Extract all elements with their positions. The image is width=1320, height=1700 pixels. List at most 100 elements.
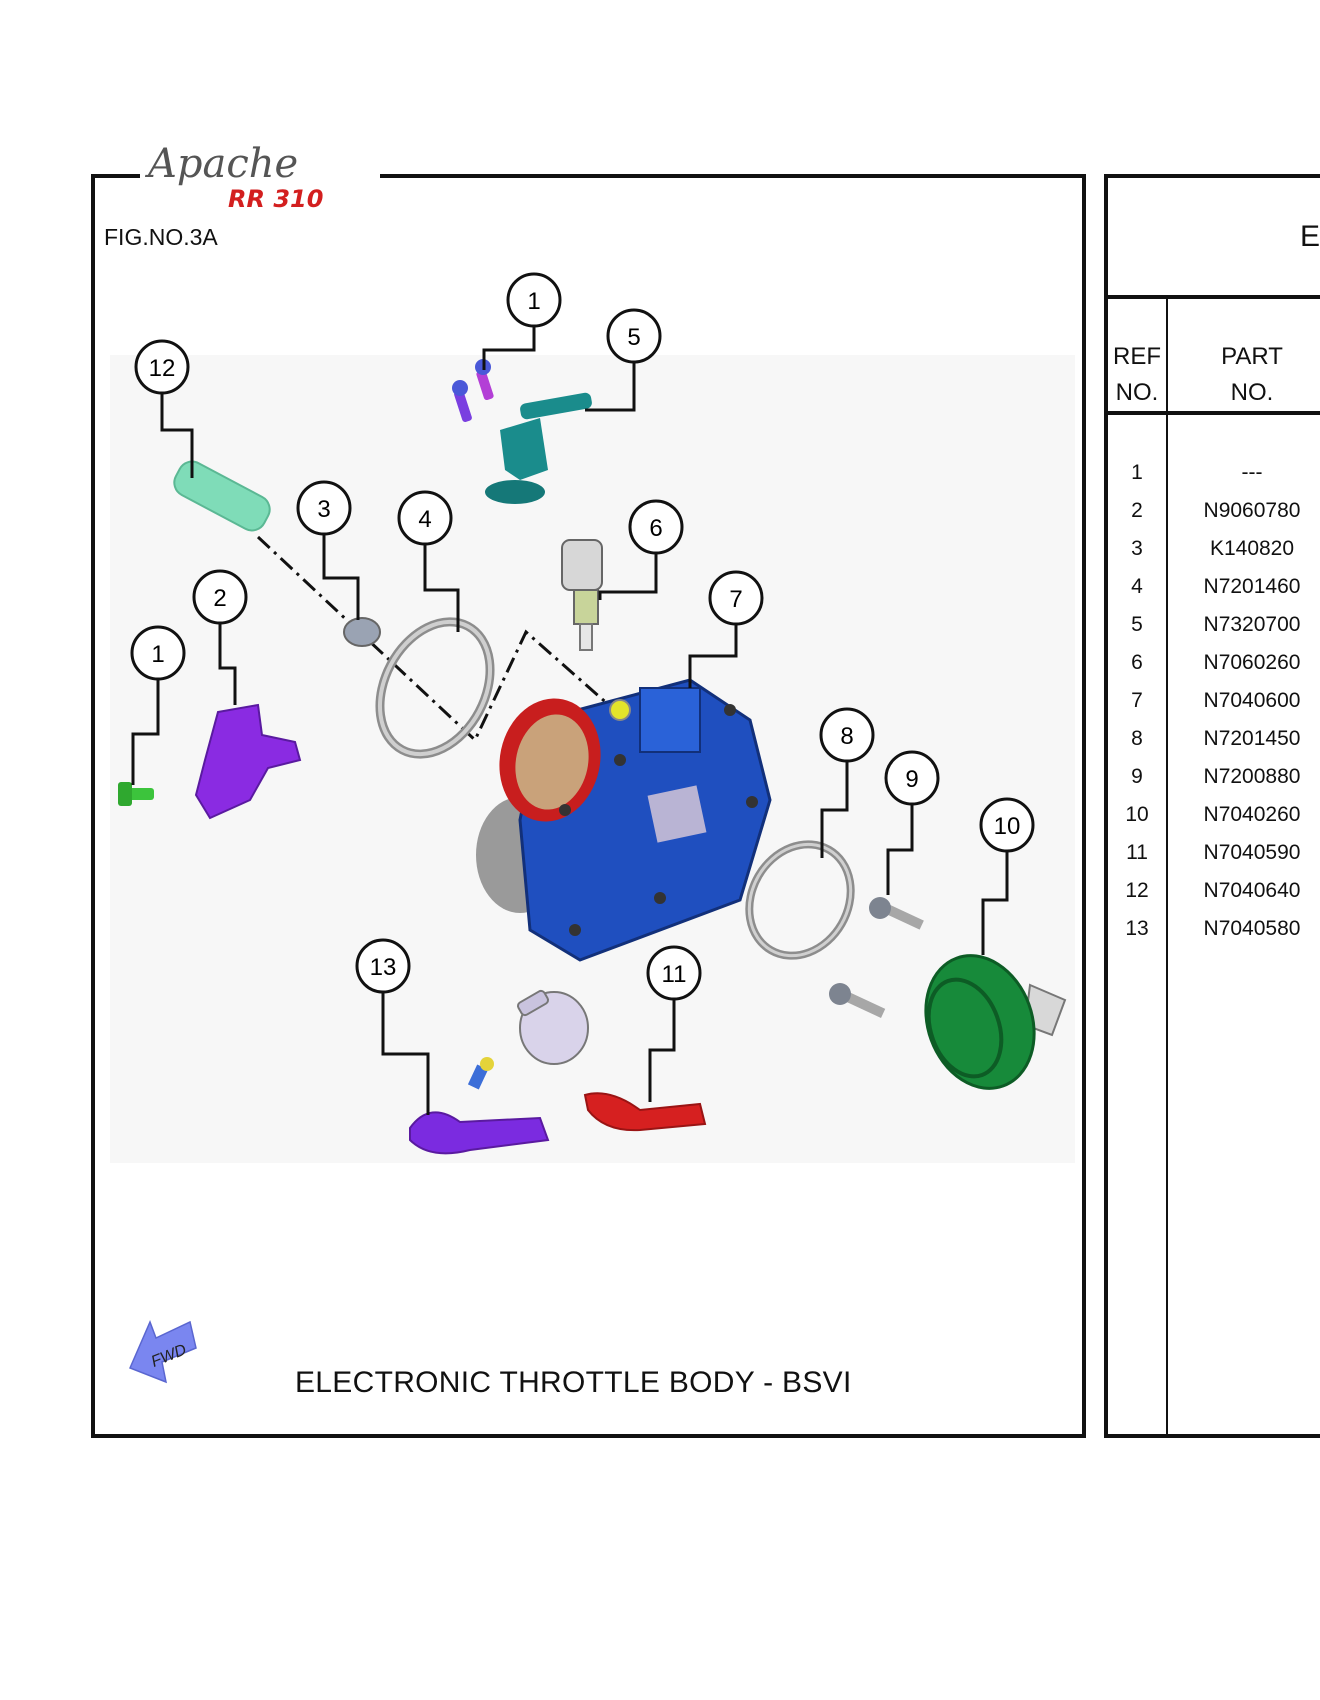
figure-frame [91, 174, 1086, 1438]
logo-background [140, 150, 380, 210]
callout-5: 5 [606, 308, 662, 364]
part-cell: N9060780 [1203, 499, 1301, 522]
exploded-diagram: 1 5 12 3 4 6 2 7 1 8 9 10 13 11 FWD [118, 272, 1067, 1384]
table-row: 9 N7200880 [0, 758, 1320, 796]
callout-9: 9 [884, 750, 940, 806]
air-boot-part [924, 954, 1067, 1090]
table-row: 2 N9060780 [0, 492, 1320, 530]
callout-label: 3 [317, 496, 330, 523]
bolt-pair-part [452, 359, 494, 422]
ref-cell: 10 [1125, 803, 1149, 826]
part-cell: N7040640 [1203, 879, 1301, 902]
table-row: 13 N7040580 [0, 910, 1320, 948]
callout-6: 6 [628, 499, 684, 555]
callout-label: 6 [649, 515, 662, 542]
pipe-part [173, 460, 271, 532]
ref-cell: 11 [1126, 841, 1148, 864]
part-cell: N7200880 [1203, 765, 1301, 788]
logo-model-text: RR 310 [228, 185, 323, 213]
throttle-sensor-part [194, 703, 302, 820]
table-row: 3 K140820 [0, 530, 1320, 568]
part-cell: K140820 [1209, 537, 1295, 560]
ref-cell: 3 [1131, 537, 1143, 560]
header-line: PART [1221, 343, 1283, 370]
callout-1-left: 1 [130, 625, 186, 681]
column-header-part-no: PART NO. [1168, 339, 1320, 411]
ref-cell: 13 [1125, 917, 1149, 940]
fwd-arrow-icon: FWD [129, 1320, 197, 1384]
callouts: 1 5 12 3 4 6 2 7 1 8 9 10 13 11 [130, 272, 1035, 1001]
table-header-bottom-rule [1108, 411, 1320, 415]
ref-cell: 1 [1131, 461, 1143, 484]
callout-label: 5 [627, 324, 640, 351]
part-cell: N7201460 [1203, 575, 1301, 598]
ref-cell: 7 [1131, 689, 1143, 712]
callout-3: 3 [296, 480, 352, 536]
callout-7: 7 [708, 570, 764, 626]
parts-table-frame [1104, 174, 1320, 1438]
callout-label: 13 [370, 954, 397, 981]
apache-logo: Apache RR 310 [144, 141, 323, 213]
table-row: 4 N7201460 [0, 568, 1320, 606]
callout-11: 11 [646, 945, 702, 1001]
callout-label: 8 [840, 723, 853, 750]
callout-label: 12 [149, 355, 176, 382]
ref-cell: 12 [1125, 879, 1149, 902]
green-bolt-part [118, 782, 154, 806]
part-cell: N7060260 [1203, 651, 1301, 674]
callout-label: 10 [994, 813, 1021, 840]
callout-1-top: 1 [506, 272, 562, 328]
callout-8: 8 [819, 707, 875, 763]
callout-12: 12 [134, 339, 190, 395]
callout-label: 2 [213, 585, 226, 612]
callout-label: 1 [151, 641, 164, 668]
map-sensor-part [561, 539, 603, 651]
ref-cell: 8 [1131, 727, 1143, 750]
boot-clamp-part [745, 840, 855, 960]
header-line: NO. [1115, 379, 1159, 406]
logo-brand-text: Apache [144, 141, 298, 187]
leader-lines [131, 322, 1009, 1115]
header-line: REF [1113, 343, 1161, 370]
header-line: NO. [1230, 379, 1274, 406]
table-header-top-rule [1108, 295, 1320, 299]
parts-table-title: E [1300, 220, 1320, 253]
table-row: 10 N7040260 [0, 796, 1320, 834]
table-row: 6 N7060260 [0, 644, 1320, 682]
callout-label: 11 [662, 961, 687, 988]
column-header-ref-no: REF NO. [1108, 339, 1166, 411]
callout-2: 2 [192, 569, 248, 625]
table-row: 5 N7320700 [0, 606, 1320, 644]
small-clamp-part [343, 617, 381, 647]
throttle-body-part [476, 678, 772, 962]
fitting-part [467, 989, 589, 1090]
part-cell: N7320700 [1203, 613, 1301, 636]
purple-hose-part [409, 1111, 550, 1155]
callout-label: 9 [905, 766, 918, 793]
ref-cell: 2 [1131, 499, 1143, 522]
hose-clamp-part [375, 617, 495, 759]
callout-4: 4 [397, 490, 453, 546]
callout-10: 10 [979, 797, 1035, 853]
table-row: 12 N7040640 [0, 872, 1320, 910]
table-column-divider [1166, 299, 1168, 1434]
ref-cell: 6 [1131, 651, 1143, 674]
part-cell: N7040580 [1203, 917, 1301, 940]
callout-label: 4 [418, 506, 431, 533]
table-row: 8 N7201450 [0, 720, 1320, 758]
part-cell: N7040260 [1203, 803, 1301, 826]
table-row: 7 N7040600 [0, 682, 1320, 720]
ref-cell: 5 [1131, 613, 1143, 636]
ref-cell: 9 [1131, 765, 1143, 788]
ref-cell: 4 [1131, 575, 1143, 598]
figure-caption: ELECTRONIC THROTTLE BODY - BSVI [295, 1366, 852, 1399]
figure-number: FIG.NO.3A [104, 224, 218, 250]
part-cell: N7040600 [1203, 689, 1301, 712]
callout-label: 7 [729, 586, 742, 613]
part-cell: N7201450 [1203, 727, 1301, 750]
callout-label: 1 [527, 288, 540, 315]
table-row: 1--- [0, 454, 1320, 492]
injector-holder-part [485, 392, 592, 504]
